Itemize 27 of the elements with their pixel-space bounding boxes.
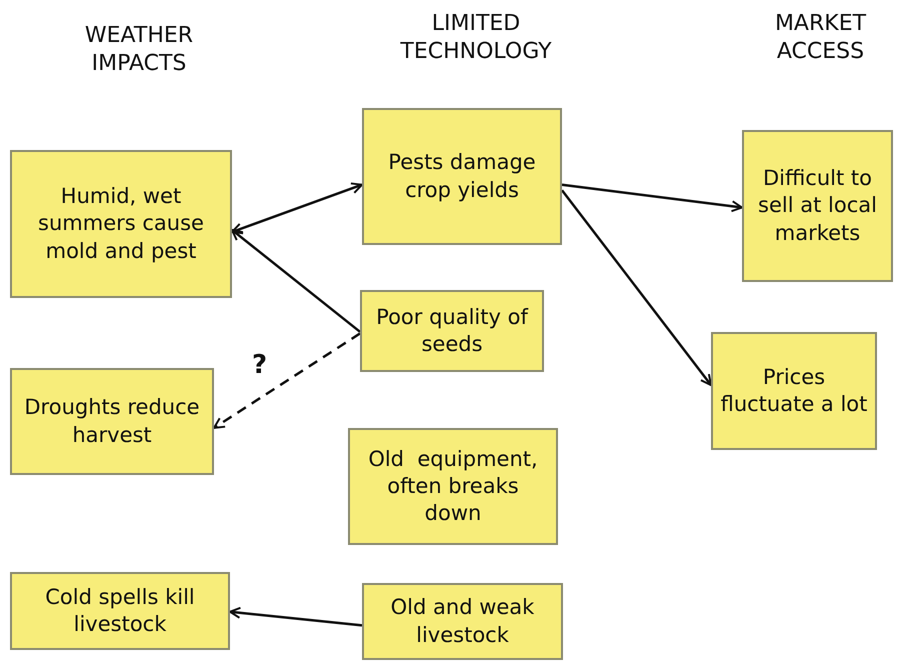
cause-box [362, 583, 563, 660]
arrow [229, 606, 362, 627]
cause-box [10, 572, 230, 650]
arrow [561, 189, 712, 386]
box-text: Prices fluctuate a lot [720, 364, 868, 418]
cause-box [10, 368, 214, 475]
cause-box [711, 332, 877, 450]
cause-box [362, 108, 562, 245]
cause-box [742, 130, 893, 282]
arrow [562, 183, 743, 212]
dashed-arrow [213, 332, 361, 429]
column-heading: LIMITED TECHNOLOGY [399, 10, 553, 65]
box-text: Difficult to sell at local markets [757, 165, 878, 247]
column-heading: WEATHER IMPACTS [84, 22, 194, 77]
box-text: Cold spells kill livestock [44, 584, 196, 638]
box-text: Droughts reduce harvest [23, 394, 201, 448]
box-text: Pests damage crop yields [387, 149, 537, 204]
arrow [231, 182, 363, 234]
box-text: Poor quality of seeds [375, 304, 530, 358]
box-text: Old equipment, often breaks down [367, 446, 539, 528]
box-text: Old and weak livestock [390, 594, 536, 648]
box-text: Humid, wet summers cause mold and pest [37, 183, 205, 265]
cause-box [360, 290, 544, 372]
column-heading: MARKET ACCESS [774, 10, 868, 65]
cause-box [348, 428, 558, 545]
arrow [231, 228, 361, 333]
cause-box [10, 150, 232, 298]
